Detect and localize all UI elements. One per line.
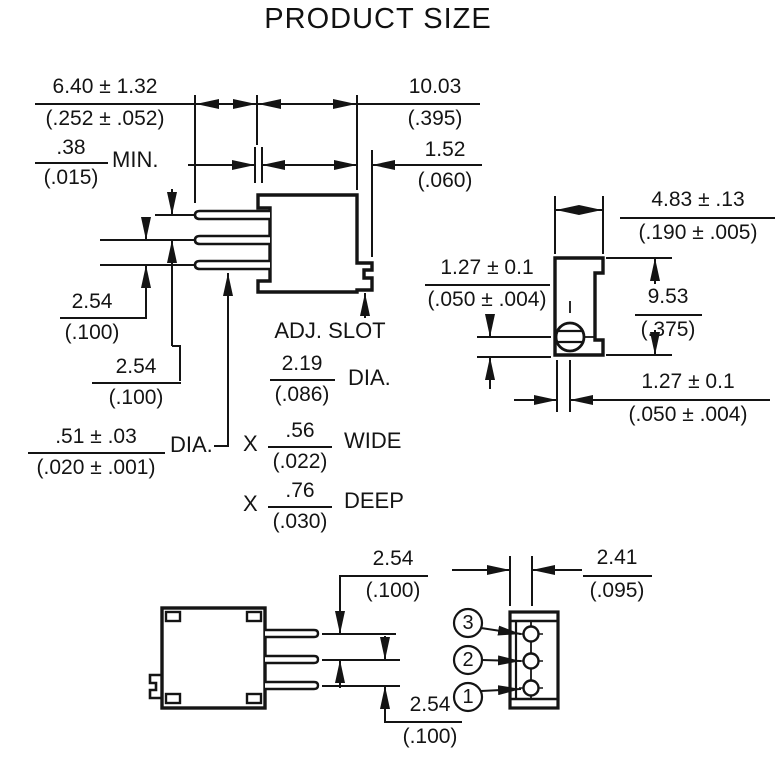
dim-end-width-in: (.190 ± .005): [638, 221, 758, 244]
dim-end-height-in: (.375): [640, 318, 696, 341]
dim-pitch2-mm: 2.54: [115, 355, 157, 378]
dim-bottom-pitch-top-in: (.100): [365, 579, 421, 602]
dim-screw-center-mm: 1.27 ± 0.1: [641, 370, 735, 393]
dim-pitch2-in: (.100): [108, 386, 164, 409]
pin-number-1: 1: [462, 686, 474, 708]
bottom-slot-tab: [148, 673, 162, 700]
dim-pin-length-in: (.252 ± .052): [45, 107, 165, 130]
dim-slot-dia-suffix: DIA.: [348, 365, 391, 390]
dim-pin-offset-mm: 2.41: [596, 546, 638, 569]
end-view-outline: [553, 256, 605, 357]
dim-end-width-mm: 4.83 ± .13: [651, 188, 745, 211]
dim-bottom-pitch-top-mm: 2.54: [372, 547, 414, 570]
dim-slot-tab-mm: 1.52: [424, 138, 466, 161]
side-view-outline: [193, 193, 374, 294]
page-title: PRODUCT SIZE: [264, 3, 492, 35]
dimension-lines: [28, 95, 775, 723]
dim-pin-dia-mm: .51 ± .03: [55, 425, 137, 448]
dim-slot-wide-prefix: X: [243, 431, 258, 456]
dim-standoff-mm: .38: [56, 136, 86, 159]
side-pin-1: [193, 209, 270, 221]
dim-slot-dia-in: (.086): [274, 383, 330, 406]
bottom-pin-2: [265, 654, 320, 665]
dim-pin-dia-suffix: DIA.: [170, 432, 213, 457]
corner-foot: [245, 610, 263, 623]
dim-body-width-mm: 10.03: [408, 75, 462, 98]
corner-foot: [164, 610, 182, 623]
front-pin-2: [522, 652, 540, 670]
dim-slot-deep-mm: .76: [285, 479, 315, 502]
dim-pitch1-in: (.100): [64, 321, 120, 344]
dim-pin-length-mm: 6.40 ± 1.32: [52, 75, 158, 98]
corner-foot: [245, 692, 263, 705]
side-body: [256, 193, 374, 294]
side-pin-2: [193, 234, 270, 246]
pin-number-balloon-1: [452, 681, 484, 713]
pin-number-2: 2: [462, 649, 474, 671]
pin-number-balloon-3: [452, 607, 484, 639]
dim-screw-offset-mm: 1.27 ± 0.1: [440, 256, 534, 279]
side-pin-3: [193, 259, 270, 271]
front-pin-1: [522, 625, 540, 643]
bottom-view-outline: [148, 606, 320, 710]
dim-screw-center-in: (.050 ± .004): [628, 403, 748, 426]
adj-slot-label: ADJ. SLOT: [274, 318, 386, 343]
dim-standoff-suffix: MIN.: [112, 147, 159, 172]
bottom-pin-3: [265, 680, 320, 691]
dim-slot-wide-mm: .56: [285, 419, 315, 442]
dim-slot-deep-in: (.030): [272, 510, 328, 533]
dim-body-width-in: (.395): [407, 107, 463, 130]
dim-screw-offset-in: (.050 ± .004): [427, 288, 547, 311]
dim-slot-wide-suffix: WIDE: [344, 428, 402, 453]
dim-pitch1-mm: 2.54: [71, 290, 113, 313]
dim-bottom-pitch-bottom-in: (.100): [402, 725, 458, 748]
end-body: [553, 256, 605, 357]
dim-pin-offset-in: (.095): [589, 579, 645, 602]
dim-end-height-mm: 9.53: [647, 285, 689, 308]
dim-bottom-pitch-bottom-mm: 2.54: [409, 693, 451, 716]
dim-slot-dia-mm: 2.19: [281, 352, 323, 375]
dim-pin-dia-in: (.020 ± .001): [36, 456, 156, 479]
dim-slot-deep-prefix: X: [243, 491, 258, 516]
front-pin-3: [522, 679, 540, 697]
bottom-pin-1: [265, 628, 320, 639]
pin-number-3: 3: [462, 612, 474, 634]
front-view-outline: [452, 607, 560, 713]
dim-standoff-in: (.015): [43, 166, 99, 189]
dim-slot-wide-in: (.022): [272, 450, 328, 473]
adjust-screw-circle: [554, 321, 586, 353]
corner-foot: [164, 692, 182, 705]
dim-slot-deep-suffix: DEEP: [344, 488, 404, 513]
dim-slot-tab-in: (.060): [417, 169, 473, 192]
